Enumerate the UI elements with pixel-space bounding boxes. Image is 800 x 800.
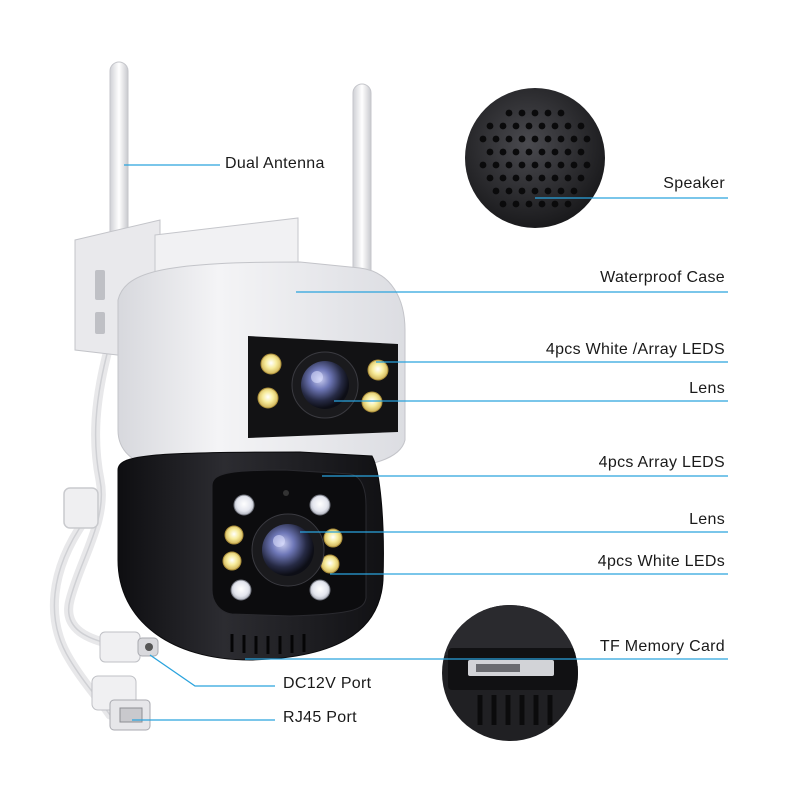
speaker-hole <box>583 161 591 169</box>
speaker-hole <box>557 135 565 143</box>
speaker-hole <box>564 148 572 156</box>
speaker-hole <box>499 200 507 208</box>
bottom-leds <box>222 494 343 601</box>
speaker-hole <box>577 122 585 130</box>
speaker-hole <box>512 200 520 208</box>
speaker-hole <box>570 161 578 169</box>
callout-line-dc12v-port <box>149 654 275 687</box>
label-array-leds: 4pcs Array LEDS <box>598 454 725 471</box>
speaker-hole <box>492 161 500 169</box>
speaker-hole <box>538 148 546 156</box>
speaker-hole <box>486 122 494 130</box>
label-white-leds: 4pcs White LEDs <box>597 553 725 570</box>
speaker-hole <box>583 135 591 143</box>
speaker-inset <box>465 88 605 228</box>
speaker-hole <box>544 187 552 195</box>
speaker-hole <box>538 122 546 130</box>
label-lens-top: Lens <box>689 380 725 397</box>
speaker-hole <box>577 148 585 156</box>
speaker-hole <box>499 174 507 182</box>
speaker-hole <box>531 109 539 117</box>
callout-lines <box>124 164 728 721</box>
speaker-hole <box>564 174 572 182</box>
speaker-hole <box>557 187 565 195</box>
top-leds <box>257 353 389 413</box>
speaker-hole <box>538 200 546 208</box>
speaker-hole <box>512 122 520 130</box>
speaker-hole <box>492 135 500 143</box>
speaker-hole <box>551 148 559 156</box>
speaker-hole <box>518 187 526 195</box>
label-lens-bottom: Lens <box>689 511 725 528</box>
speaker-hole <box>505 135 513 143</box>
dc12v-connector <box>99 631 159 663</box>
speaker-hole <box>564 200 572 208</box>
speaker-hole <box>525 200 533 208</box>
speaker-hole <box>479 161 487 169</box>
label-tf-memory-card: TF Memory Card <box>599 638 725 655</box>
speaker-hole <box>551 200 559 208</box>
speaker-hole <box>570 187 578 195</box>
speaker-hole <box>564 122 572 130</box>
label-dual-antenna: Dual Antenna <box>225 155 325 172</box>
vent-slots <box>230 634 306 654</box>
speaker-hole <box>518 135 526 143</box>
speaker-hole <box>512 174 520 182</box>
speaker-hole <box>499 122 507 130</box>
rj45-connector <box>91 675 151 731</box>
speaker-hole <box>525 148 533 156</box>
speaker-hole <box>479 135 487 143</box>
label-speaker: Speaker <box>663 175 725 192</box>
speaker-hole <box>551 122 559 130</box>
speaker-hole <box>492 187 500 195</box>
speaker-hole <box>577 174 585 182</box>
tf-card-inset <box>442 605 578 741</box>
label-dc12v-port: DC12V Port <box>283 675 372 692</box>
speaker-hole <box>538 174 546 182</box>
top-lens <box>291 351 359 419</box>
speaker-hole <box>544 135 552 143</box>
speaker-hole <box>570 135 578 143</box>
speaker-hole <box>557 109 565 117</box>
speaker-hole <box>531 161 539 169</box>
speaker-hole <box>486 148 494 156</box>
speaker-hole <box>525 174 533 182</box>
speaker-hole <box>525 122 533 130</box>
speaker-hole <box>486 174 494 182</box>
speaker-hole <box>557 161 565 169</box>
speaker-hole <box>499 148 507 156</box>
speaker-hole <box>544 109 552 117</box>
speaker-hole <box>518 161 526 169</box>
label-white-array-leds: 4pcs White /Array LEDS <box>545 341 725 358</box>
speaker-hole <box>518 109 526 117</box>
speaker-hole <box>551 174 559 182</box>
speaker-hole <box>544 161 552 169</box>
speaker-hole <box>505 109 513 117</box>
speaker-hole <box>505 161 513 169</box>
speaker-hole <box>531 187 539 195</box>
speaker-hole <box>531 135 539 143</box>
speaker-hole <box>512 148 520 156</box>
speaker-hole <box>505 187 513 195</box>
label-rj45-port: RJ45 Port <box>283 709 357 726</box>
label-waterproof-case: Waterproof Case <box>600 269 725 286</box>
